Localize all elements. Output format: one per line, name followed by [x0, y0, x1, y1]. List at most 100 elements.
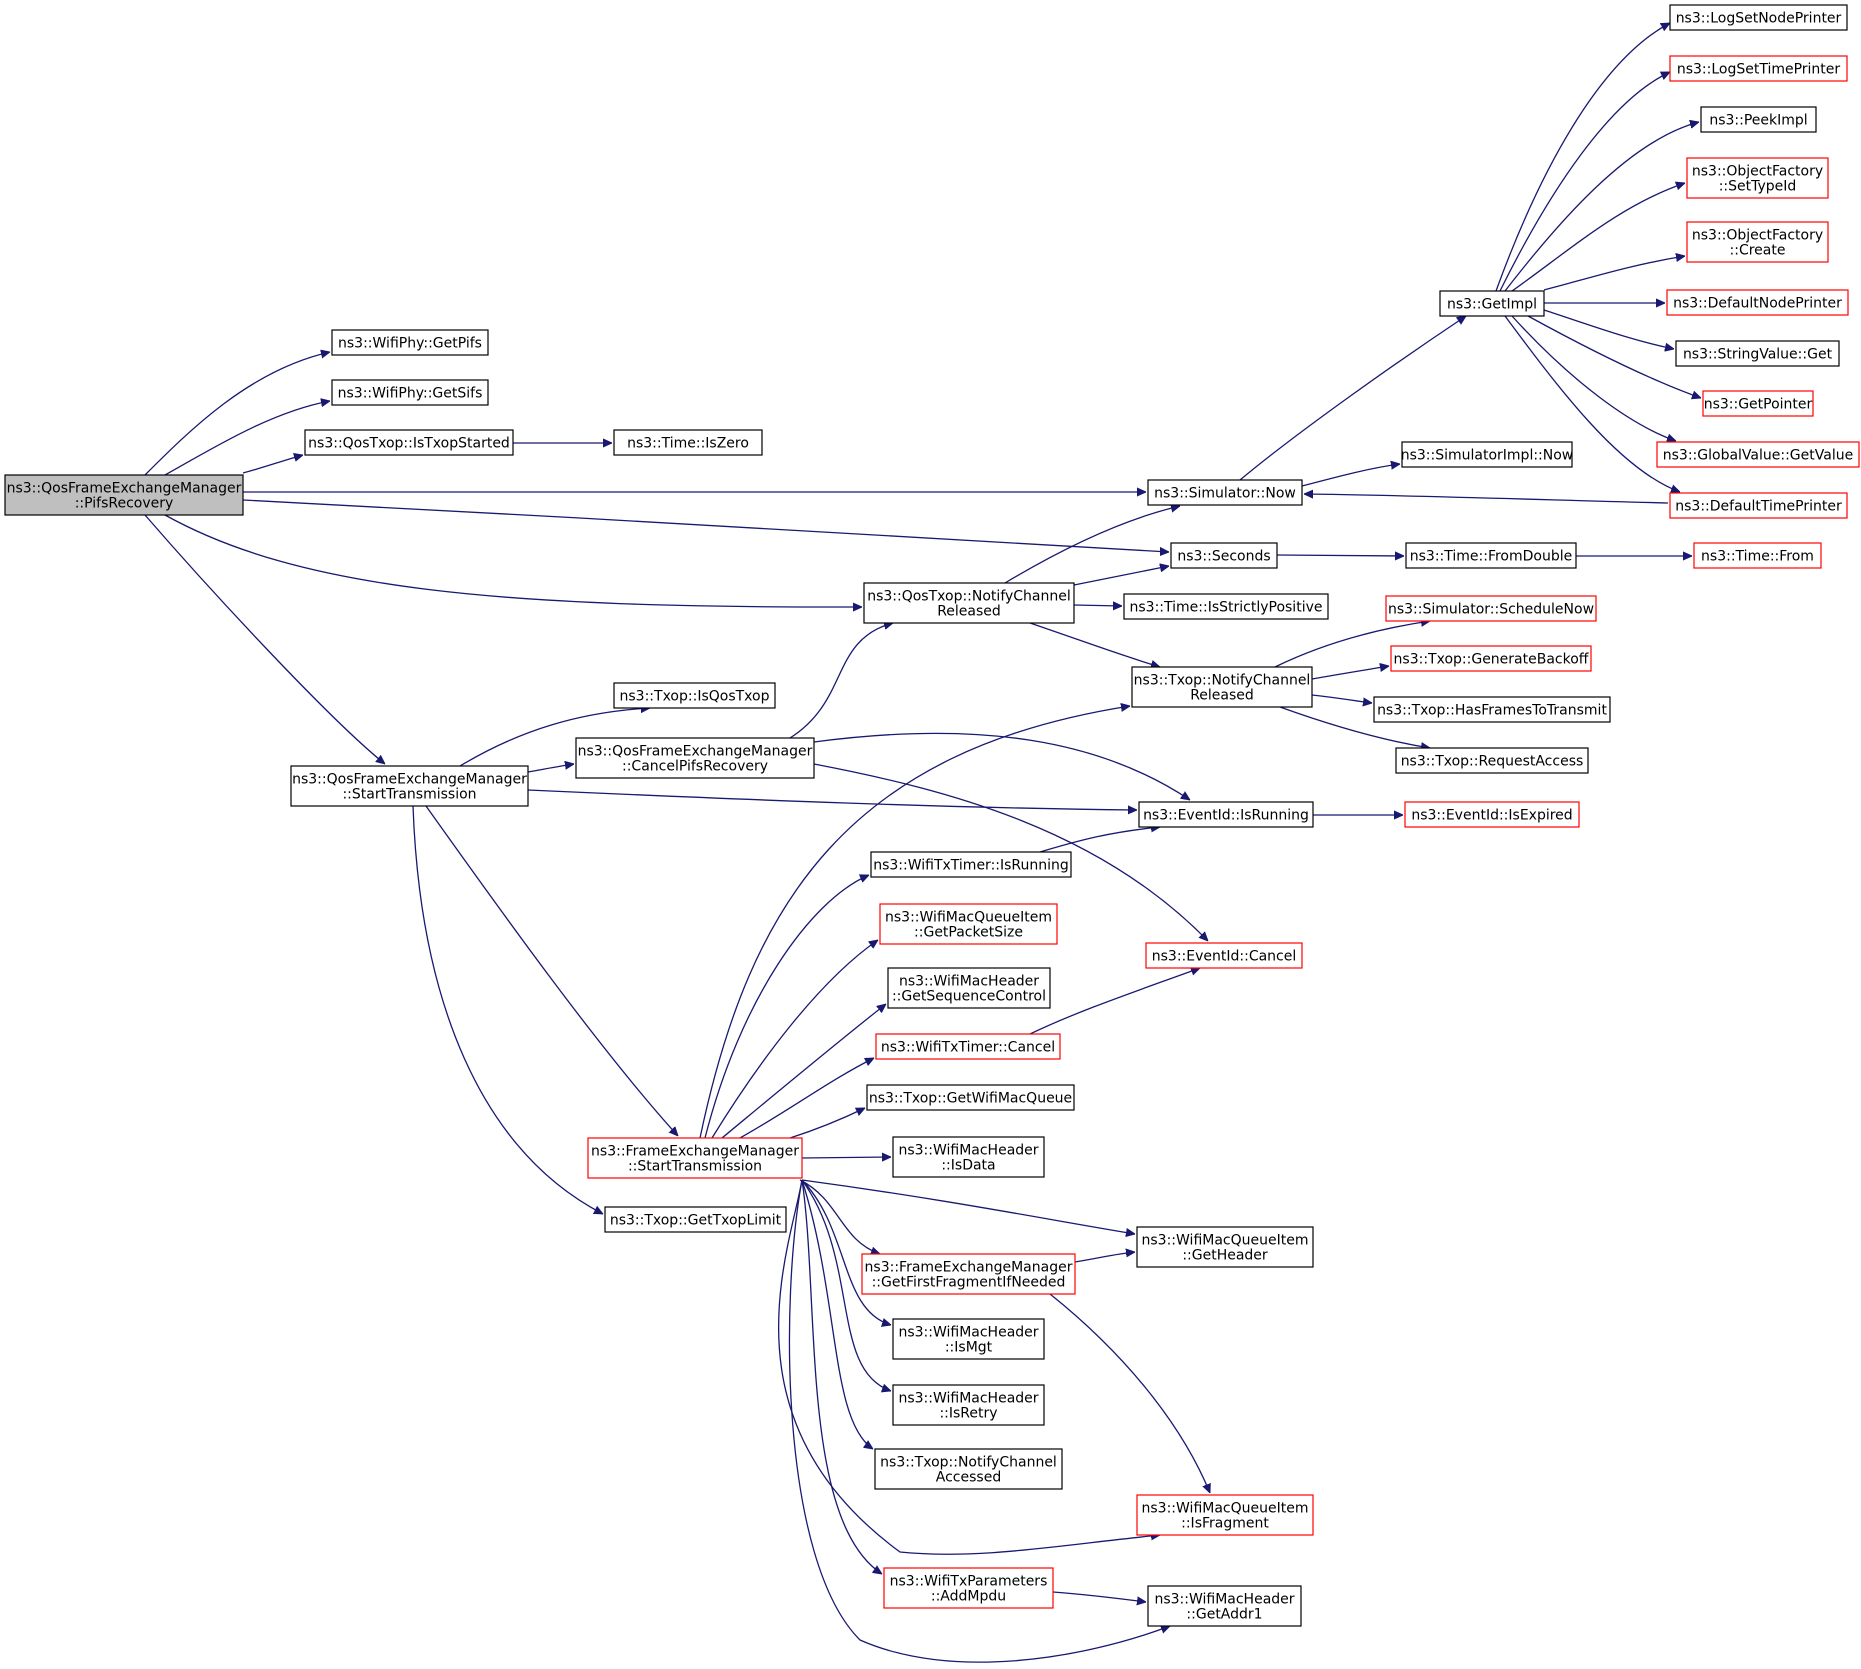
node-label: ns3::Time::FromDouble — [1410, 549, 1573, 565]
node-simimplnow[interactable]: ns3::SimulatorImpl::Now — [1401, 441, 1574, 468]
edge-root-seconds — [242, 499, 1169, 552]
node-box — [1405, 542, 1577, 569]
node-reqaccess[interactable]: ns3::Txop::RequestAccess — [1395, 747, 1589, 774]
node-getpktsize[interactable]: ns3::WifiMacQueueItem::GetPacketSize — [879, 903, 1058, 945]
edge-path — [813, 732, 1190, 800]
node-cancelpifs[interactable]: ns3::QosFrameExchangeManager::CancelPifs… — [575, 737, 815, 779]
edge-festart-getwifimacq — [789, 1107, 865, 1139]
node-box — [604, 1206, 787, 1233]
edge-simnow-simimplnow — [1301, 464, 1400, 487]
node-label: ns3::SimulatorImpl::Now — [1401, 448, 1574, 464]
node-logsetnode[interactable]: ns3::LogSetNodePrinter — [1669, 4, 1848, 31]
node-deftimeprinter[interactable]: ns3::DefaultTimePrinter — [1669, 492, 1848, 519]
node-isexpired[interactable]: ns3::EventId::IsExpired — [1404, 801, 1580, 828]
node-label: ns3::EventId::Cancel — [1152, 949, 1297, 965]
node-getheader[interactable]: ns3::WifiMacQueueItem::GetHeader — [1136, 1226, 1314, 1268]
node-fromdouble[interactable]: ns3::Time::FromDouble — [1405, 542, 1577, 569]
node-addmpdu[interactable]: ns3::WifiTxParameters::AddMpdu — [883, 1567, 1054, 1609]
edge-addmpdu-getaddr1 — [1052, 1591, 1146, 1602]
node-settypeid[interactable]: ns3::ObjectFactory::SetTypeId — [1686, 157, 1829, 199]
node-globalget[interactable]: ns3::GlobalValue::GetValue — [1656, 441, 1860, 468]
node-box — [892, 1384, 1045, 1426]
node-getsifs[interactable]: ns3::WifiPhy::GetSifs — [331, 379, 489, 406]
edge-path — [788, 1179, 1170, 1663]
node-hasframes[interactable]: ns3::Txop::HasFramesToTransmit — [1373, 696, 1611, 723]
node-isfragment[interactable]: ns3::WifiMacQueueItem::IsFragment — [1136, 1494, 1314, 1536]
node-box — [331, 329, 489, 356]
node-box — [1693, 542, 1822, 569]
edge-festart-txtimerrun — [704, 875, 869, 1139]
node-defnodeprinter[interactable]: ns3::DefaultNodePrinter — [1666, 289, 1849, 316]
node-getpifs[interactable]: ns3::WifiPhy::GetPifs — [331, 329, 489, 356]
node-isrunning[interactable]: ns3::EventId::IsRunning — [1138, 801, 1314, 828]
node-festart[interactable]: ns3::FrameExchangeManager::StartTransmis… — [587, 1137, 803, 1179]
node-txtimercancel[interactable]: ns3::WifiTxTimer::Cancel — [875, 1033, 1061, 1060]
edge-root-getpifs — [144, 352, 330, 476]
edge-festart-txtimercancel — [739, 1057, 874, 1139]
node-schednow[interactable]: ns3::Simulator::ScheduleNow — [1385, 595, 1597, 622]
node-box — [883, 1567, 1054, 1609]
node-root[interactable]: ns3::QosFrameExchangeManager::PifsRecove… — [4, 474, 244, 516]
node-getwifimacq[interactable]: ns3::Txop::GetWifiMacQueue — [866, 1084, 1075, 1111]
node-getfirstfrag[interactable]: ns3::FrameExchangeManager::GetFirstFragm… — [861, 1253, 1076, 1295]
node-getseqctl[interactable]: ns3::WifiMacHeader::GetSequenceControl — [887, 967, 1051, 1009]
edge-path — [1029, 968, 1200, 1035]
node-label: ::IsFragment — [1181, 1516, 1269, 1532]
node-gettxoplimit[interactable]: ns3::Txop::GetTxopLimit — [604, 1206, 787, 1233]
node-iszero[interactable]: ns3::Time::IsZero — [613, 429, 763, 456]
edge-festart-txopnotify — [699, 706, 1130, 1139]
node-istxopstarted[interactable]: ns3::QosTxop::IsTxopStarted — [304, 429, 514, 456]
edge-qosnotify-simnow — [1004, 506, 1180, 584]
node-label: ns3::Txop::NotifyChannel — [880, 1455, 1057, 1471]
edge-path — [801, 1179, 891, 1325]
node-box — [1669, 4, 1848, 31]
edge-path — [1311, 666, 1389, 680]
node-label: ns3::QosFrameExchangeManager — [292, 772, 527, 788]
node-ofcreate[interactable]: ns3::ObjectFactory::Create — [1686, 221, 1829, 263]
edge-path — [164, 401, 330, 476]
node-isstrictpos[interactable]: ns3::Time::IsStrictlyPositive — [1123, 593, 1329, 620]
node-txtimerrun[interactable]: ns3::WifiTxTimer::IsRunning — [870, 851, 1072, 878]
node-getimpl[interactable]: ns3::GetImpl — [1439, 290, 1545, 317]
edge-getimpl-logsettime — [1499, 71, 1670, 292]
edge-qosstart-isrunning — [527, 789, 1137, 810]
edge-path — [699, 706, 1130, 1139]
node-label: ::GetSequenceControl — [892, 989, 1046, 1005]
node-simnow[interactable]: ns3::Simulator::Now — [1147, 479, 1303, 506]
node-label: ns3::Txop::HasFramesToTransmit — [1377, 703, 1607, 719]
node-label: ns3::FrameExchangeManager — [865, 1260, 1073, 1276]
node-timefrom[interactable]: ns3::Time::From — [1693, 542, 1822, 569]
node-evcancel[interactable]: ns3::EventId::Cancel — [1145, 942, 1303, 969]
node-seconds[interactable]: ns3::Seconds — [1170, 542, 1278, 569]
node-ismgt[interactable]: ns3::WifiMacHeader::IsMgt — [892, 1318, 1045, 1360]
node-isqostxop[interactable]: ns3::Txop::IsQosTxop — [613, 682, 776, 709]
edge-path — [1499, 71, 1670, 292]
node-box — [1390, 645, 1592, 672]
node-box — [1656, 441, 1860, 468]
edge-path — [1301, 464, 1400, 487]
node-label: ns3::WifiMacHeader — [1154, 1592, 1294, 1608]
node-label: ns3::QosTxop::NotifyChannel — [867, 589, 1071, 605]
node-label: ::StartTransmission — [342, 787, 476, 803]
node-logsettime[interactable]: ns3::LogSetTimePrinter — [1669, 55, 1848, 82]
edge-path — [1495, 22, 1670, 292]
edge-festart-getpktsize — [711, 940, 878, 1139]
node-getaddr1[interactable]: ns3::WifiMacHeader::GetAddr1 — [1147, 1585, 1302, 1627]
node-stringget[interactable]: ns3::StringValue::Get — [1675, 340, 1840, 367]
node-getpointer[interactable]: ns3::GetPointer — [1702, 390, 1814, 417]
nodes-layer: ns3::QosFrameExchangeManager::PifsRecove… — [4, 4, 1860, 1627]
node-isdata[interactable]: ns3::WifiMacHeader::IsData — [892, 1136, 1045, 1178]
node-qosstart[interactable]: ns3::QosFrameExchangeManager::StartTrans… — [290, 765, 529, 807]
edge-root-qosnotify — [164, 514, 862, 607]
node-label: ::AddMpdu — [931, 1589, 1006, 1605]
node-peekimpl[interactable]: ns3::PeekImpl — [1700, 106, 1817, 133]
edge-path — [527, 764, 574, 773]
edge-path — [813, 763, 1208, 941]
edge-path — [1527, 315, 1701, 398]
edge-qosstart-cancelpifs — [527, 764, 574, 773]
node-genbackoff[interactable]: ns3::Txop::GenerateBackoff — [1390, 645, 1592, 672]
node-isretry[interactable]: ns3::WifiMacHeader::IsRetry — [892, 1384, 1045, 1426]
